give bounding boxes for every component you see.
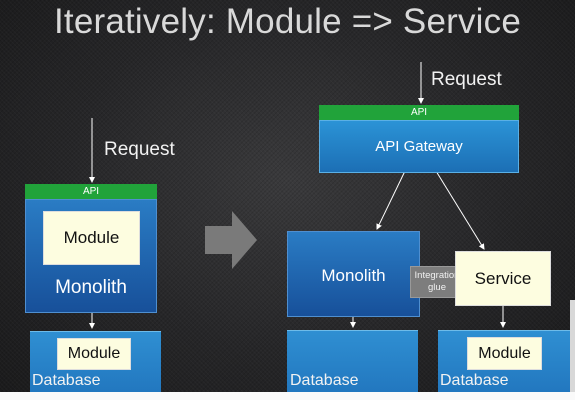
api-gateway-box: API Gateway [319, 120, 519, 173]
right-database-1-box: Database [287, 330, 418, 393]
right-monolith-box: Monolith [287, 231, 420, 317]
right-db-module-box: Module [467, 337, 542, 370]
left-api-bar: API [25, 184, 157, 199]
left-database-label: Database [32, 372, 101, 389]
bottom-strip [0, 392, 575, 400]
left-request-label: Request [104, 139, 175, 160]
integration-glue-label-1: Integration [414, 270, 460, 281]
left-monolith-label: Monolith [55, 277, 127, 298]
right-database-2-label: Database [440, 372, 509, 389]
service-box: Service [455, 251, 551, 306]
right-api-bar: API [319, 105, 519, 120]
integration-glue-label-2: glue [428, 282, 446, 293]
right-edge-strip [570, 300, 575, 392]
api-gateway-label: API Gateway [375, 138, 463, 155]
gateway-to-service-arrow [435, 170, 485, 250]
right-monolith-label: Monolith [321, 266, 386, 285]
slide-title: Iteratively: Module => Service [53, 2, 522, 41]
right-arrow-icon [205, 211, 257, 269]
right-database-1-label: Database [290, 372, 359, 389]
right-request-label: Request [431, 69, 502, 90]
left-module-box: Module [43, 211, 140, 265]
left-db-module-box: Module [57, 338, 131, 370]
gateway-to-monolith-arrow [376, 170, 406, 230]
